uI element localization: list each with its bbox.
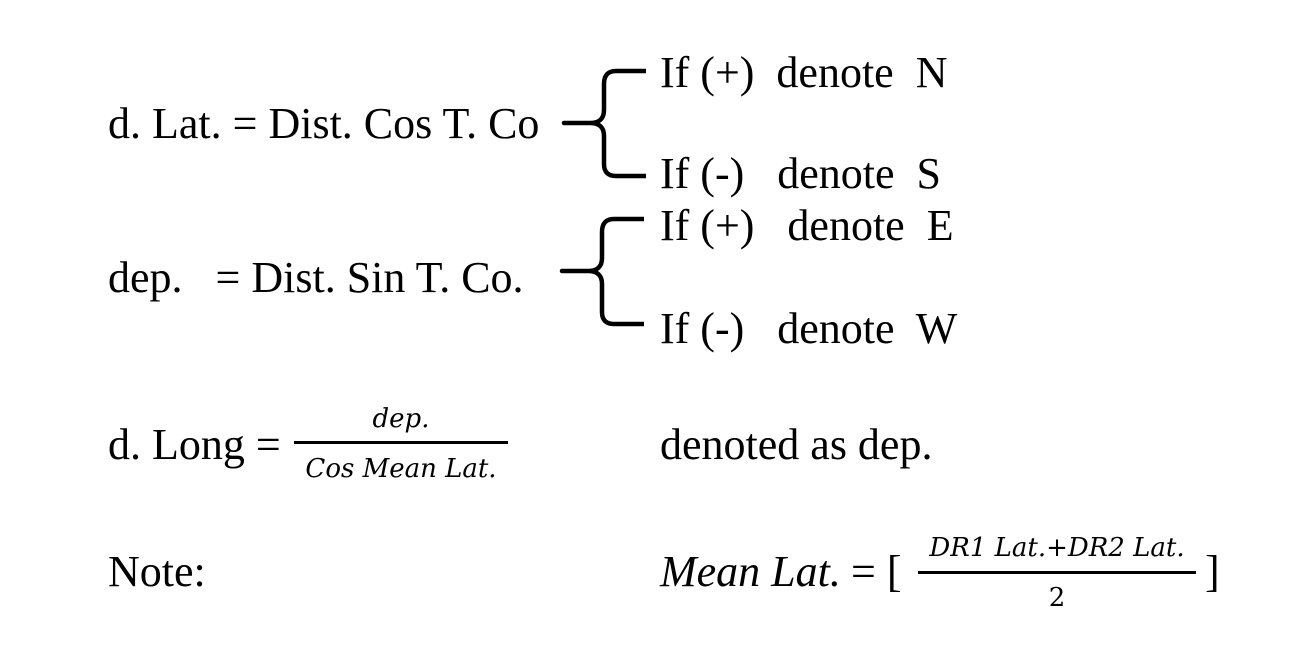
mean-lat-numerator: DR1 Lat.+DR2 Lat. (929, 533, 1185, 563)
dep-east-case: If (+) denote E (660, 201, 954, 250)
mean-lat-fraction: DR1 Lat.+DR2 Lat. 2 (918, 535, 1196, 611)
dep-formula: dep. = Dist. Sin T. Co. (108, 253, 524, 302)
lat-north-case: If (+) denote N (660, 48, 948, 97)
note-label: Note: (108, 547, 206, 596)
fraction-bar (918, 571, 1196, 574)
d-lat-formula: d. Lat. = Dist. Cos T. Co (108, 99, 540, 148)
mean-lat-denominator: 2 (1048, 583, 1066, 613)
d-long-numerator: dep. (372, 404, 430, 434)
dep-west-case: If (-) denote W (660, 304, 958, 353)
d-long-label: d. Long = (108, 420, 281, 469)
d-long-note: denoted as dep. (660, 420, 933, 469)
d-long-denominator: Cos Mean Lat. (305, 454, 497, 484)
lat-south-case: If (-) denote S (660, 149, 942, 198)
curly-brace-icon (559, 216, 644, 327)
mean-lat-label: Mean Lat. (660, 547, 841, 596)
mean-lat-close-bracket: ] (1205, 547, 1220, 596)
fraction-bar (294, 441, 508, 444)
d-long-fraction: dep. Cos Mean Lat. (294, 406, 508, 482)
mean-lat-equals-bracket: = [ (840, 547, 902, 596)
curly-brace-icon (561, 68, 646, 179)
